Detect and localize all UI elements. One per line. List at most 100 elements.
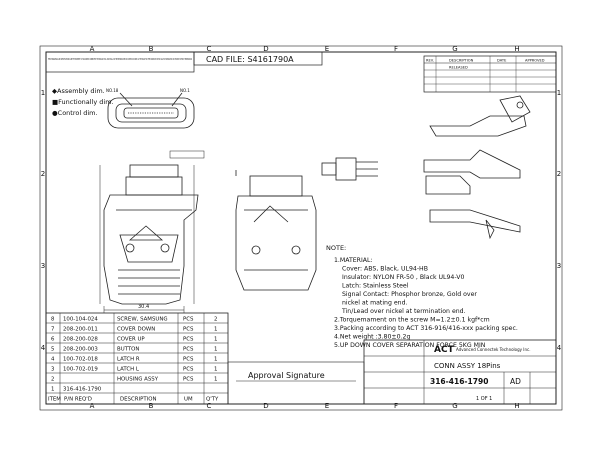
title-text: CONN ASSY 18Pins — [434, 362, 501, 370]
zone-col-top: A — [90, 45, 95, 53]
bom-header-item: ITEM — [48, 397, 61, 403]
bom-item: 8 — [51, 317, 55, 323]
zone-row-right: 2 — [557, 170, 561, 178]
zone-row-right: 1 — [557, 89, 561, 97]
bom-header-description: DESCRIPTION — [120, 397, 157, 403]
zone-col-bottom: D — [263, 402, 268, 410]
note-line: Cover: ABS, Black, UL94-HB — [342, 266, 428, 273]
zone-col-top: C — [207, 45, 212, 53]
front-view-pin-label: NO.18 — [106, 88, 119, 93]
bom-description: HOUSING ASSY — [117, 377, 159, 383]
bom-description: LATCH L — [117, 367, 139, 373]
bom-um: PCS — [183, 337, 194, 343]
bom-item: 2 — [51, 377, 54, 383]
note-line: Tin/Lead over nickel at termination end. — [341, 308, 466, 315]
zone-row-left: 3 — [41, 262, 45, 270]
note-line: 1.MATERIAL: — [334, 257, 373, 264]
zone-columns: A B C D E F G H A B C D E F G H — [90, 45, 520, 410]
notes-list: 1.MATERIAL: Cover: ABS, Black, UL94-HB I… — [334, 257, 518, 349]
bom-qty: 1 — [214, 347, 217, 353]
zone-col-bottom: A — [90, 402, 95, 410]
bom-pn: 100-702-019 — [63, 367, 98, 373]
bom-table: 8 100-104-024 SCREW, SAMSUNG PCS 2 7 208… — [45, 312, 229, 405]
bom-um: PCS — [183, 357, 194, 363]
zone-row-right: 4 — [557, 344, 562, 352]
notes-title: NOTE: — [326, 244, 346, 252]
zone-col-bottom: F — [394, 402, 398, 410]
zone-col-top: D — [263, 45, 268, 53]
zone-col-bottom: G — [452, 402, 457, 410]
bom-item: 5 — [51, 347, 54, 353]
sheet-border — [45, 51, 557, 405]
bom-header-pn: P/N REQ'D — [64, 397, 92, 403]
note-line: 4.Net weight :3.80±0.2g — [334, 334, 410, 341]
bom-pn: 208-200-028 — [63, 337, 98, 343]
bom-qty: 1 — [214, 327, 217, 333]
side-view — [235, 170, 317, 291]
zone-col-bottom: C — [207, 402, 212, 410]
bom-um: PCS — [183, 317, 194, 323]
title-drawing-no: 316-416-1790 — [430, 377, 488, 386]
bom-item: 3 — [51, 367, 54, 373]
confidentiality-text: THESE DRAWINGS AND SPECIFICATIONS ARE TH… — [48, 57, 192, 61]
sheet-outer-border — [39, 45, 563, 411]
legend-functional: ■Functionally dim. — [52, 98, 114, 106]
zone-row-left: 2 — [41, 170, 45, 178]
plan-view-width-dim: 30.4 — [138, 304, 149, 310]
cad-file-label: CAD FILE: S4161790A — [206, 55, 294, 64]
bom-um: PCS — [183, 347, 194, 353]
bom-um: PCS — [183, 367, 194, 373]
note-line: nickel at mating end. — [342, 300, 408, 307]
exploded-parts — [423, 95, 531, 240]
bom-item: 4 — [51, 357, 55, 363]
note-line: 2.Torquemament on the screw M=1.2±0.1 kg… — [334, 317, 490, 324]
bom-pn: 100-702-018 — [63, 357, 98, 363]
bom-um: PCS — [183, 377, 194, 383]
bom-item: 7 — [51, 327, 54, 333]
bom-header-um: UM — [184, 397, 193, 403]
bom-qty: 1 — [214, 377, 217, 383]
zone-rows: 1 2 3 4 1 2 3 4 — [41, 89, 562, 352]
bom-pn: 316-416-1790 — [63, 387, 102, 393]
zone-col-bottom: H — [514, 402, 519, 410]
front-view-pin-label: NO.1 — [180, 88, 190, 93]
bom-description: COVER DOWN — [117, 327, 155, 333]
bom-qty: 2 — [214, 317, 217, 323]
bom-pn: 100-104-024 — [63, 317, 98, 323]
rev-row-description: RELEASED — [449, 66, 468, 70]
cable-side-view — [321, 157, 378, 181]
bom-pn: 208-200-003 — [63, 347, 98, 353]
title-company-name: Advanced Connectek Technology Inc. — [456, 347, 530, 352]
revision-table: REV. DESCRIPTION DATE APPROVED RELEASED — [423, 55, 557, 93]
rev-header-date: DATE — [497, 59, 507, 63]
bom-header-qty: Q'TY — [206, 397, 219, 403]
bom-description: LATCH R — [117, 357, 140, 363]
note-line: Signal Contact: Phosphor bronze, Gold ov… — [342, 291, 477, 298]
note-line: Latch: Stainless Steel — [342, 283, 409, 290]
legend-assembly: ◆Assembly dim. — [52, 87, 105, 95]
note-line: 3.Packing according to ACT 316-916/416-x… — [334, 325, 518, 332]
zone-col-top: B — [149, 45, 154, 53]
zone-row-left: 4 — [41, 344, 46, 352]
bom-item: 6 — [51, 337, 55, 343]
bom-qty: 1 — [214, 337, 217, 343]
bom-um: PCS — [183, 327, 194, 333]
zone-row-right: 3 — [557, 262, 561, 270]
rev-header-description: DESCRIPTION — [449, 59, 474, 63]
title-company-logo: ACT — [434, 345, 455, 355]
zone-col-top: G — [452, 45, 457, 53]
rev-header-approved: APPROVED — [525, 59, 545, 63]
title-rev: AD — [510, 377, 521, 386]
front-view — [107, 92, 195, 129]
title-sheet: 1 OF 1 — [476, 396, 492, 402]
bom-item: 1 — [51, 387, 54, 393]
bom-pn: 208-200-011 — [63, 327, 98, 333]
approval-signature-label: Approval Signature — [248, 371, 325, 380]
zone-col-top: E — [325, 45, 329, 53]
bom-description: BUTTON — [117, 347, 139, 353]
note-line: 5.UP DOWN COVER SEPARATION FORCE 5KG MIN — [334, 342, 486, 349]
zone-col-bottom: B — [149, 402, 154, 410]
title-block: ACT Advanced Connectek Technology Inc. C… — [363, 339, 557, 405]
bom-description: COVER UP — [117, 337, 145, 343]
